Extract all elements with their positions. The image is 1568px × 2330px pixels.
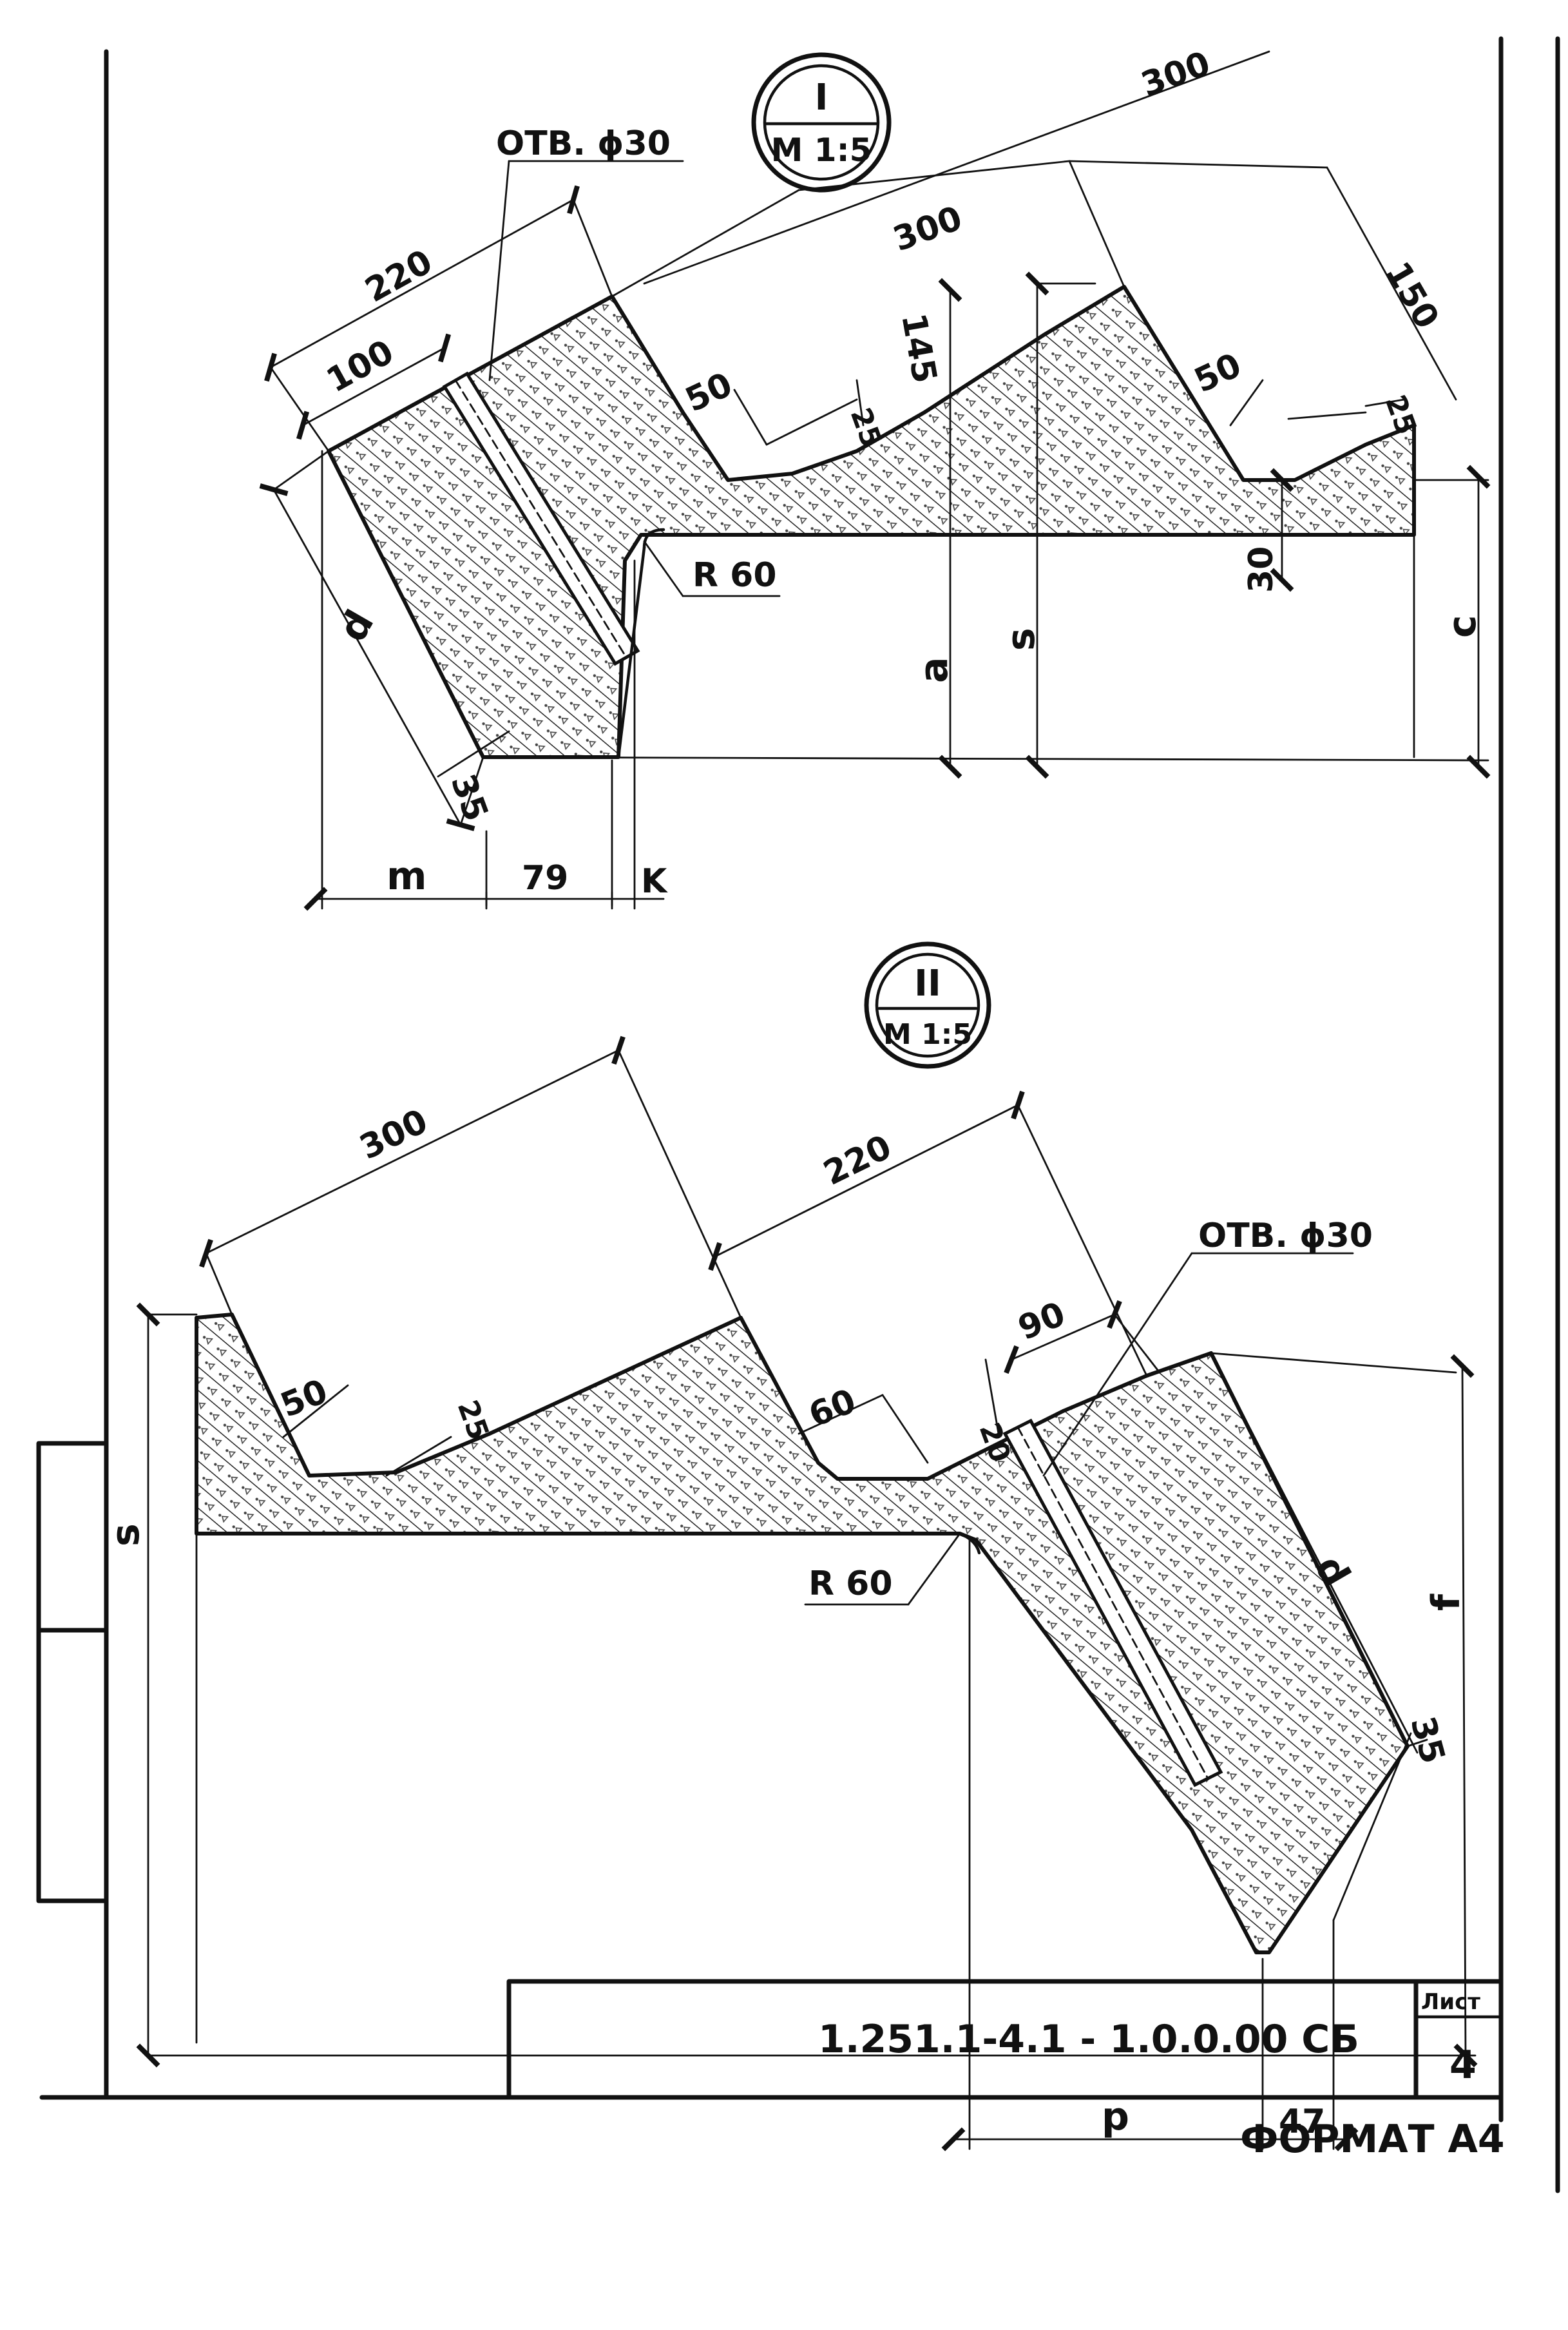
doc-code: 1.251.1-4.1 - 1.0.0.00 СБ xyxy=(818,2017,1359,2062)
view-2-numeral: II xyxy=(914,963,941,1005)
dim-300: 300 xyxy=(888,199,968,260)
letter-s: s xyxy=(999,628,1044,651)
letter-f-ii: f xyxy=(1424,1593,1469,1611)
dim-145: 145 xyxy=(894,311,944,386)
view-2: II М 1:5 xyxy=(103,941,1478,2152)
dim-220-ii: 220 xyxy=(817,1128,897,1193)
sheet-number: 4 xyxy=(1449,2043,1477,2088)
view-1-scale: М 1:5 xyxy=(771,131,872,169)
letter-s-ii: s xyxy=(103,1523,148,1546)
view-2-hole-channel xyxy=(1002,1418,1223,1787)
letter-k: K xyxy=(641,862,668,901)
letter-p-ii: p xyxy=(1102,2094,1129,2139)
sheet-frame xyxy=(36,36,1560,2193)
dim-79: 79 xyxy=(522,859,568,898)
dim-220: 220 xyxy=(359,242,439,310)
dim-90-ii: 90 xyxy=(1013,1295,1071,1348)
title-block: 1.251.1-4.1 - 1.0.0.00 СБ Лист 4 ФОРМАТ … xyxy=(506,1979,1505,2162)
dim-50-ii: 50 xyxy=(275,1372,333,1425)
dim-50-b: 50 xyxy=(1189,346,1247,401)
dim-25-b: 25 xyxy=(1379,390,1423,439)
sheet-label: Лист xyxy=(1421,1989,1480,2015)
view-1-dimensions xyxy=(259,50,1491,911)
dim-300-top: 300 xyxy=(1136,44,1216,105)
hole-label: ОТВ. ϕ30 xyxy=(496,124,671,163)
view-1-numeral: I xyxy=(815,77,828,119)
letter-a: a xyxy=(912,657,957,684)
view-1: I М 1:5 xyxy=(259,44,1491,911)
radius-label-ii: R 60 xyxy=(808,1565,893,1603)
view-2-concrete-section xyxy=(195,1313,1410,1954)
view-2-badge: II М 1:5 xyxy=(864,941,991,1069)
hole-label-ii: ОТВ. ϕ30 xyxy=(1198,1217,1373,1255)
dim-47-ii: 47 xyxy=(1279,2103,1325,2141)
dim-35-ii: 35 xyxy=(1402,1713,1452,1767)
letter-c: c xyxy=(1440,615,1485,638)
dim-300-ii: 300 xyxy=(354,1102,434,1168)
letter-d: d xyxy=(330,602,383,649)
view-1-badge: I М 1:5 xyxy=(751,52,892,193)
dim-100: 100 xyxy=(320,332,400,400)
dim-35: 35 xyxy=(443,769,495,827)
dim-150: 150 xyxy=(1378,256,1446,336)
radius-label: R 60 xyxy=(693,556,777,595)
letter-m: m xyxy=(387,854,427,899)
dim-30: 30 xyxy=(1242,546,1281,593)
dim-50-a: 50 xyxy=(680,365,738,420)
view-2-scale: М 1:5 xyxy=(883,1018,972,1051)
view-2-dimensions xyxy=(136,1035,1478,2152)
